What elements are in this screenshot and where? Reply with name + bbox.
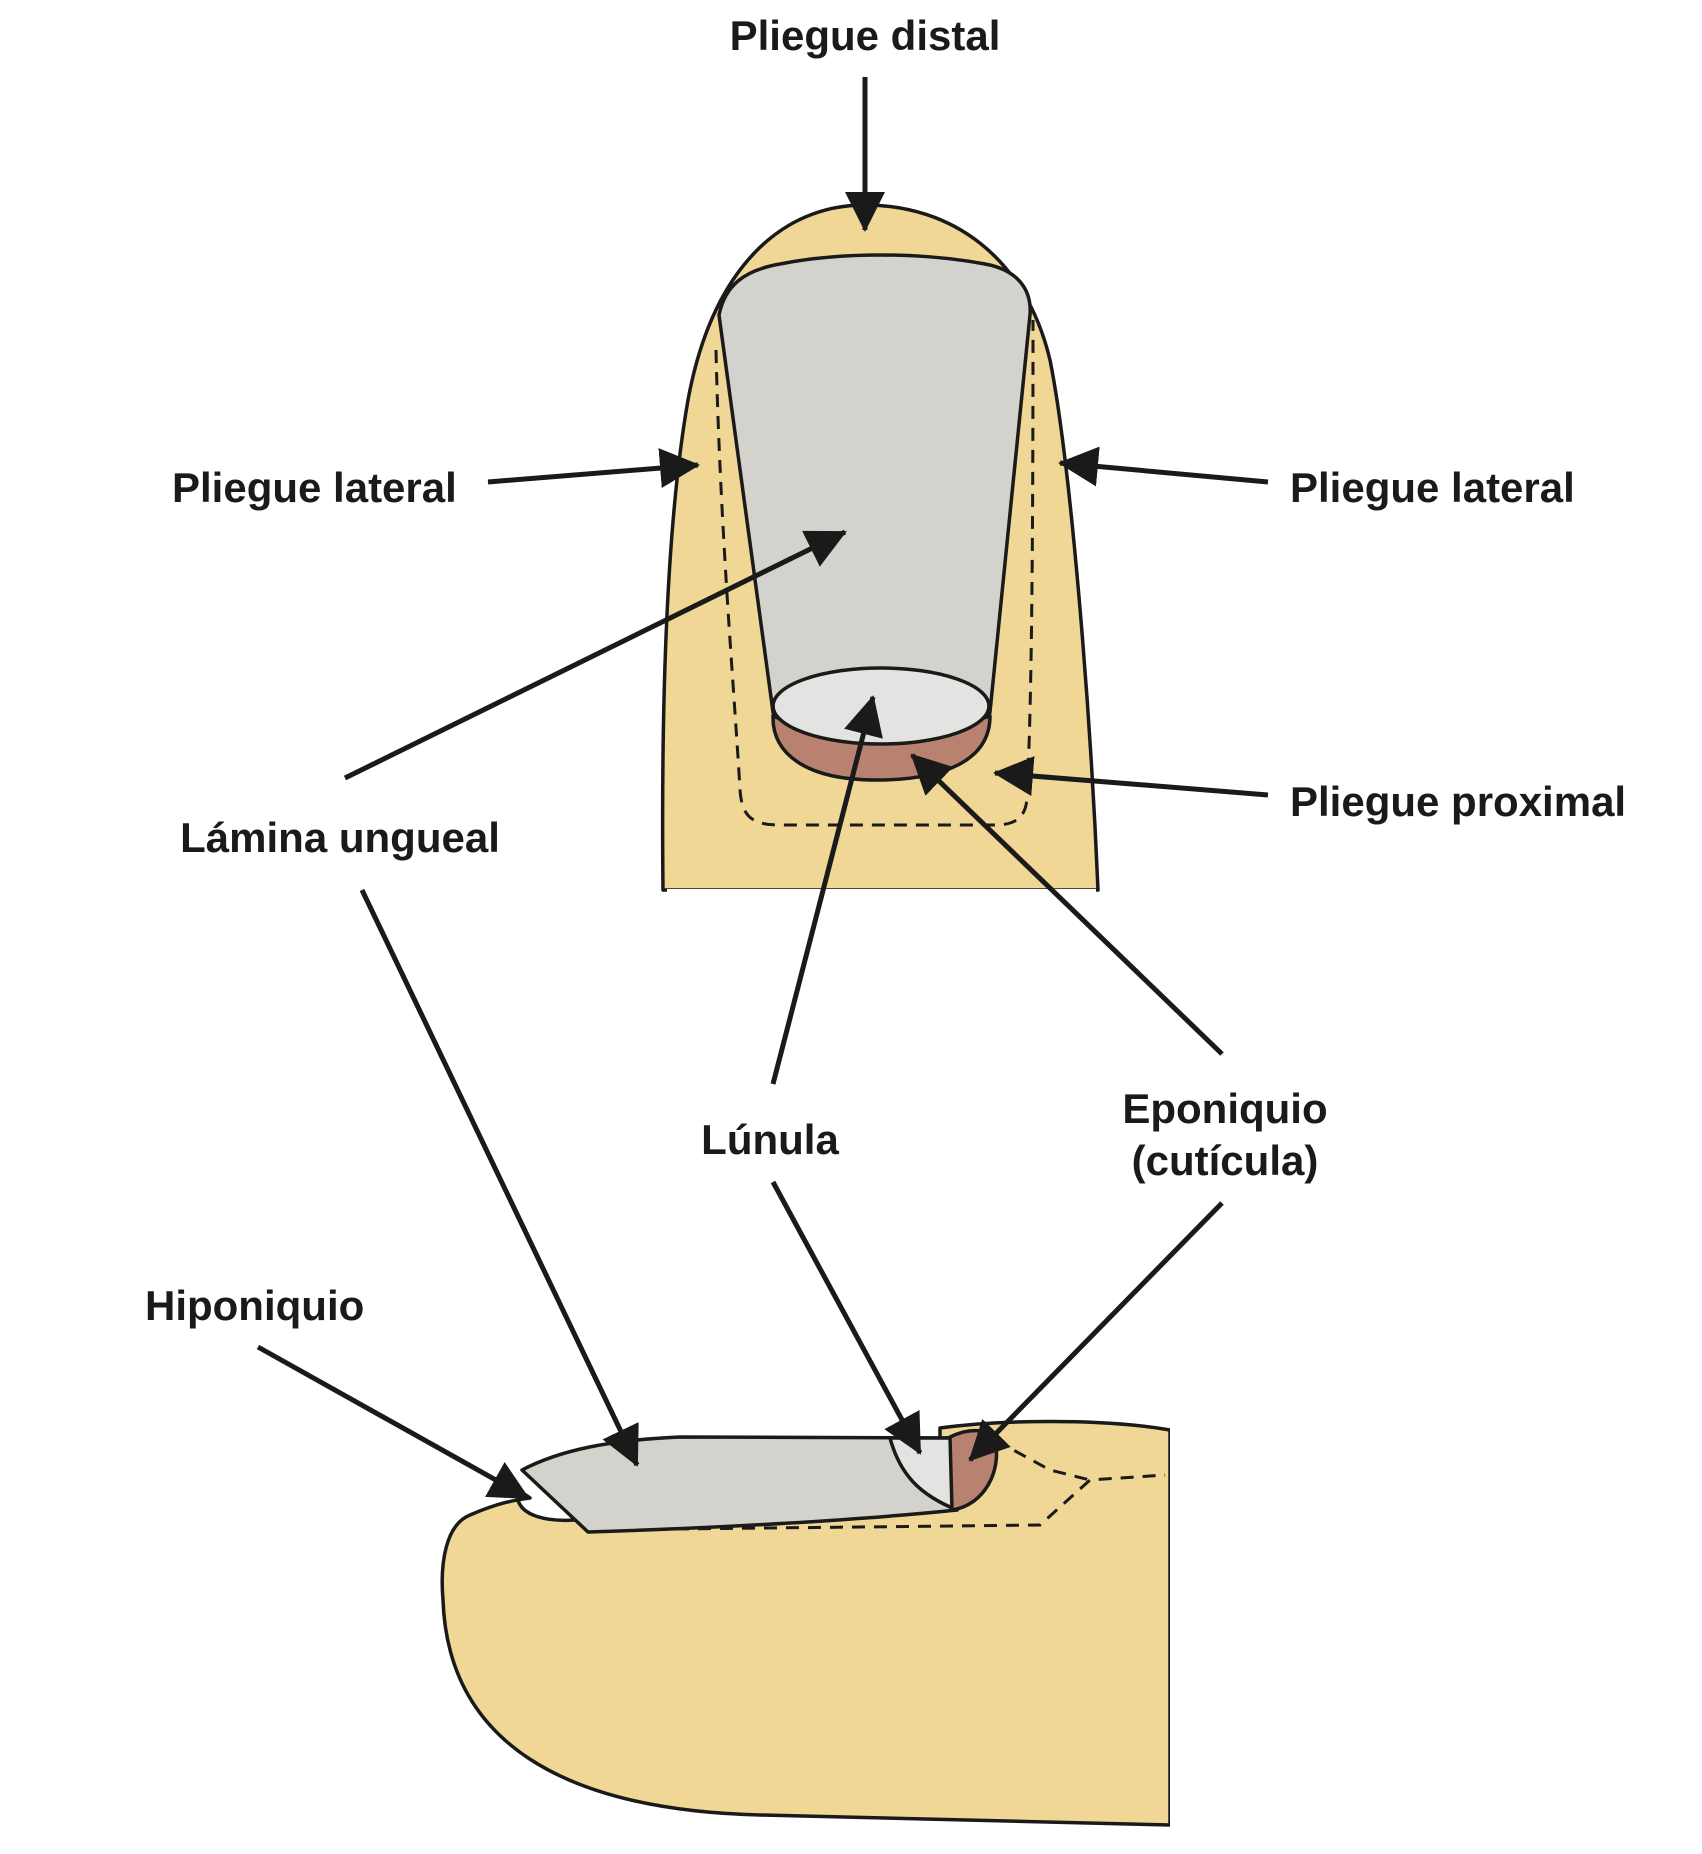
proximal-fold-dashed-line <box>994 1438 1091 1482</box>
arrow-eponychium-side <box>968 1201 1224 1462</box>
arrow-hyponychium <box>256 1344 530 1501</box>
labels: Pliegue distal Pliegue lateral Pliegue l… <box>145 12 1626 1329</box>
nail-bed-dashed-outline <box>587 1473 1166 1532</box>
lunula-top <box>771 666 991 746</box>
label-lateral-fold-left: Pliegue lateral <box>172 464 457 511</box>
arrow-lateral-fold-right <box>1058 446 1269 487</box>
label-hyponychium: Hiponiquio <box>145 1282 364 1329</box>
leader-arrows <box>256 77 1269 1501</box>
label-nail-plate: Lámina ungueal <box>180 814 500 861</box>
finger-side-view <box>440 1419 1176 1827</box>
finger-top-view <box>660 203 1100 895</box>
arrow-eponychium-top <box>910 753 1224 1056</box>
arrow-nail-plate-top <box>343 529 847 781</box>
label-proximal-fold: Pliegue proximal <box>1290 778 1626 825</box>
arrow-proximal-fold <box>993 756 1269 798</box>
label-eponychium: Eponiquio <box>1122 1085 1327 1132</box>
arrow-lateral-fold-left <box>487 448 700 489</box>
label-eponychium-cuticle: (cutícula) <box>1132 1137 1319 1184</box>
nail-matrix-dashed-outline <box>714 319 1035 827</box>
label-distal-fold: Pliegue distal <box>730 12 1001 59</box>
label-lateral-fold-right: Pliegue lateral <box>1290 464 1575 511</box>
nail-plate-side <box>520 1435 959 1534</box>
arrow-lunula-top <box>770 695 883 1085</box>
arrow-nail-plate-side <box>359 888 640 1467</box>
label-lunula: Lúnula <box>701 1116 839 1163</box>
arrow-lunula-side <box>770 1180 923 1455</box>
